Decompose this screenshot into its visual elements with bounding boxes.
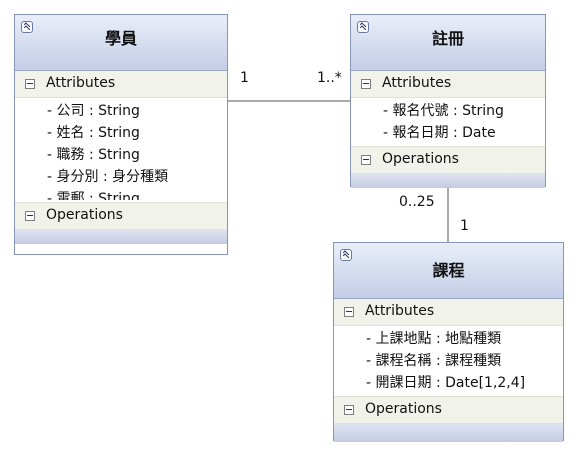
attributes-label: Attributes <box>382 75 452 91</box>
multiplicity-label: 1 <box>460 218 469 234</box>
attribute-list: - 公司 : String - 姓名 : String - 職務 : Strin… <box>15 98 227 202</box>
attributes-label: Attributes <box>46 75 116 91</box>
attribute-item[interactable]: - 開課日期 : Date[1,2,4] <box>366 375 526 391</box>
class-student-header[interactable]: 學員 <box>15 15 227 71</box>
attribute-item[interactable]: - 公司 : String <box>47 103 140 119</box>
collapse-minus-icon[interactable] <box>361 79 371 89</box>
class-registration-header[interactable]: 註冊 <box>351 15 545 71</box>
attributes-compartment-header[interactable]: Attributes <box>334 299 563 326</box>
operations-label: Operations <box>382 151 459 167</box>
operations-compartment-header[interactable]: Operations <box>334 396 563 424</box>
collapse-icon[interactable] <box>21 21 33 33</box>
attribute-item[interactable]: - 姓名 : String <box>47 125 140 141</box>
class-course[interactable]: 課程 Attributes - 上課地點 : 地點種類 - 課程名稱 : 課程種… <box>333 242 564 442</box>
class-footer <box>351 174 545 188</box>
attribute-item[interactable]: - 報名代號 : String <box>383 103 504 119</box>
operations-label: Operations <box>365 401 442 417</box>
attributes-label: Attributes <box>365 303 435 319</box>
class-student[interactable]: 學員 Attributes - 公司 : String - 姓名 : Strin… <box>14 14 228 255</box>
attribute-item[interactable]: - 身分別 : 身分種類 <box>47 169 169 185</box>
collapse-minus-icon[interactable] <box>25 211 35 221</box>
class-footer <box>15 230 227 244</box>
class-course-header[interactable]: 課程 <box>334 243 563 299</box>
collapse-minus-icon[interactable] <box>344 307 354 317</box>
collapse-minus-icon[interactable] <box>25 79 35 89</box>
collapse-minus-icon[interactable] <box>361 155 371 165</box>
attribute-item[interactable]: - 報名日期 : Date <box>383 125 496 141</box>
class-footer <box>334 424 563 442</box>
multiplicity-label: 1 <box>240 70 249 86</box>
multiplicity-label: 0..25 <box>399 194 435 210</box>
multiplicity-label: 1..* <box>317 70 342 86</box>
attributes-compartment-header[interactable]: Attributes <box>351 71 545 98</box>
collapse-icon[interactable] <box>340 249 352 261</box>
operations-compartment-header[interactable]: Operations <box>351 146 545 174</box>
attribute-item[interactable]: - 課程名稱 : 課程種類 <box>366 353 502 369</box>
class-student-name: 學員 <box>104 29 137 48</box>
operations-label: Operations <box>46 207 123 223</box>
class-registration-name: 註冊 <box>431 29 464 48</box>
attribute-list: - 上課地點 : 地點種類 - 課程名稱 : 課程種類 - 開課日期 : Dat… <box>334 326 563 396</box>
operations-compartment-header[interactable]: Operations <box>15 202 227 230</box>
attribute-item[interactable]: - 職務 : String <box>47 147 140 163</box>
collapse-icon[interactable] <box>357 21 369 33</box>
collapse-minus-icon[interactable] <box>344 405 354 415</box>
attributes-compartment-header[interactable]: Attributes <box>15 71 227 98</box>
attribute-list: - 報名代號 : String - 報名日期 : Date <box>351 98 545 146</box>
attribute-item[interactable]: - 電郵 : String <box>47 191 140 200</box>
class-registration[interactable]: 註冊 Attributes - 報名代號 : String - 報名日期 : D… <box>350 14 546 188</box>
class-course-name: 課程 <box>432 261 465 280</box>
attribute-item[interactable]: - 上課地點 : 地點種類 <box>366 331 502 347</box>
